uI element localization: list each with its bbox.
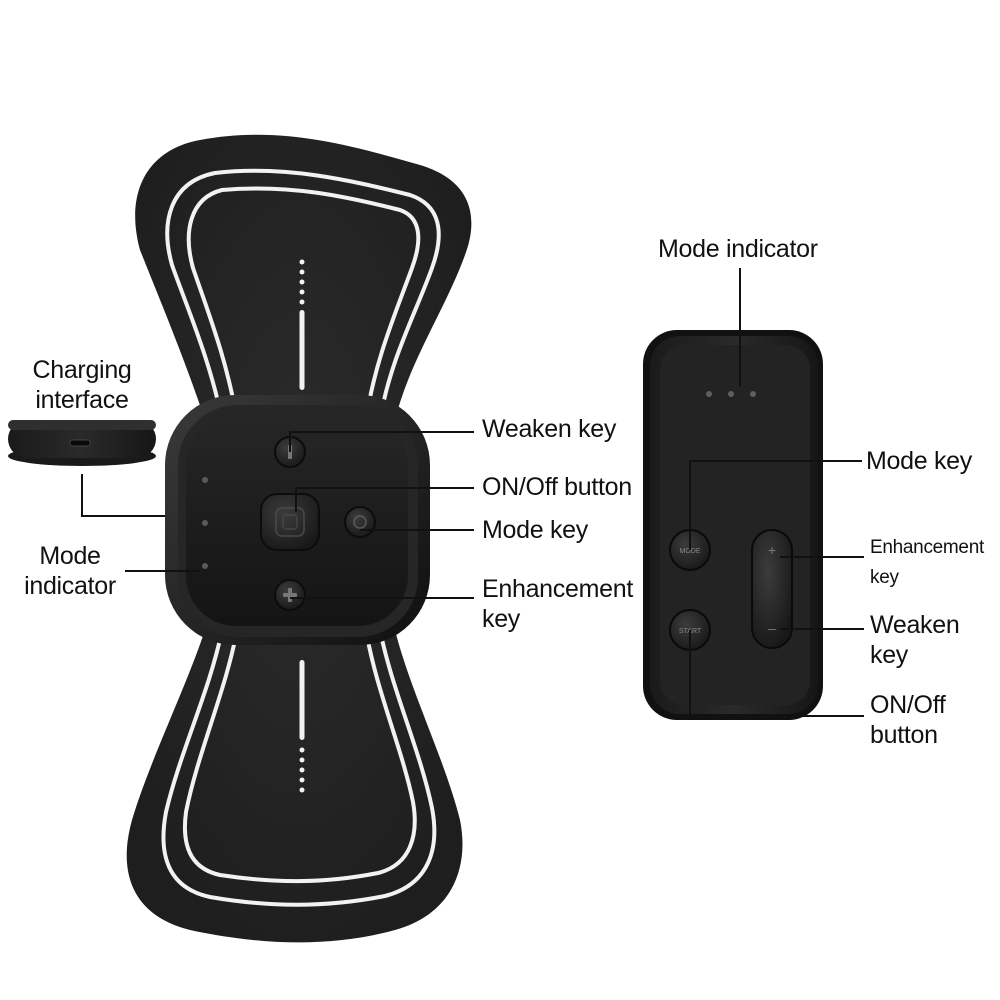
remote-minus-sign: – [768,620,776,636]
pad-enhancement-key[interactable] [274,579,306,611]
pad-led-2 [202,520,208,526]
charging-puck [8,420,156,466]
remote-led-2 [728,391,734,397]
remote-led-3 [750,391,756,397]
label-on-off-left: ON/Off button [482,473,632,501]
remote-mode-button-text: MODE [680,548,701,555]
leader-lines [81,268,864,717]
label-enhancement-key-right: Enhancement key [870,537,984,588]
label-charging-interface: Charging interface [32,356,132,414]
remote-rocker[interactable]: + – [751,529,793,649]
label-weaken-key-right: Weaken key [870,611,960,669]
leader-charging-interface [81,474,165,517]
pad-center-line-top [299,259,305,390]
pad-center-line-bottom [299,660,305,793]
label-enhancement-key-left: Enhancement key [482,575,633,633]
pad-led-3 [202,563,208,569]
label-mode-indicator-right: Mode indicator [658,235,818,263]
charging-port [69,439,91,447]
remote-led-1 [706,391,712,397]
leader-on-off [295,487,474,512]
pad-on-off-button[interactable] [260,493,320,551]
leader-weaken-key [289,431,474,452]
remote-controller: MODE START + – [643,330,823,720]
pad-controller [165,395,430,645]
label-on-off-right: ON/Off button [870,691,946,749]
remote-plus-sign: + [768,542,776,558]
label-weaken-key-left: Weaken key [482,415,617,443]
pad-outer-stripe [161,168,441,907]
label-mode-key-left: Mode key [482,516,588,544]
leader-right-on-off [689,630,864,717]
pad-mode-key[interactable] [344,506,376,538]
label-mode-key-right: Mode key [866,447,972,475]
label-mode-indicator-left: Mode indicator [24,542,116,600]
pad-led-1 [202,477,208,483]
massage-pad [126,134,472,943]
pad-inner-stripe [182,186,421,884]
leader-right-mode-key [689,460,862,550]
